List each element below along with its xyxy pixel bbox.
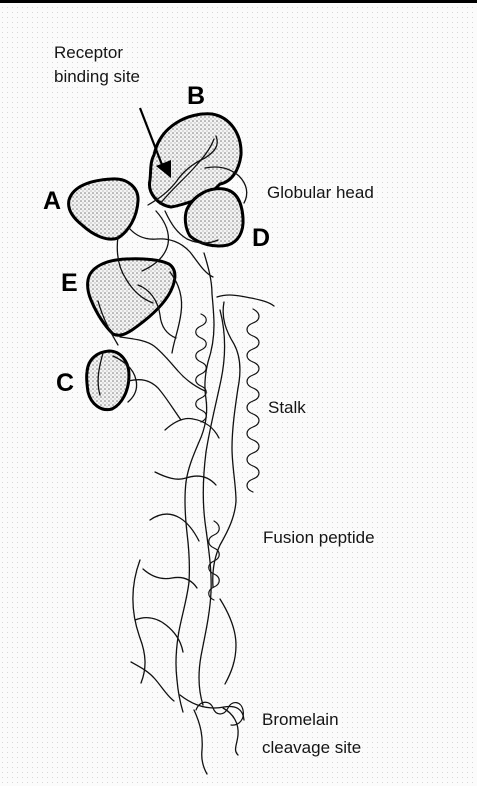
stalk-label: Stalk (268, 399, 306, 416)
site-c-region (87, 351, 129, 410)
antigenic-site-regions (69, 114, 244, 410)
globular-head-label: Globular head (267, 184, 374, 201)
receptor-binding-site-label-line-2: binding site (54, 68, 140, 85)
site-c-label: C (56, 371, 74, 396)
site-e-label: E (61, 271, 78, 296)
fusion-peptide-label: Fusion peptide (263, 529, 375, 546)
site-d-label: D (252, 226, 270, 251)
site-b-label: B (187, 84, 205, 109)
site-a-region (69, 179, 138, 239)
stalk-helix-right (247, 309, 259, 492)
stalk-helix-left (196, 314, 207, 422)
helical-segments (196, 309, 259, 725)
bromelain-cleavage-site-label-line-2: cleavage site (262, 739, 361, 756)
receptor-binding-site-label-line-1: Receptor (54, 44, 123, 61)
site-a-label: A (43, 189, 61, 214)
bromelain-cleavage-site-label-line-1: Bromelain (262, 711, 339, 728)
